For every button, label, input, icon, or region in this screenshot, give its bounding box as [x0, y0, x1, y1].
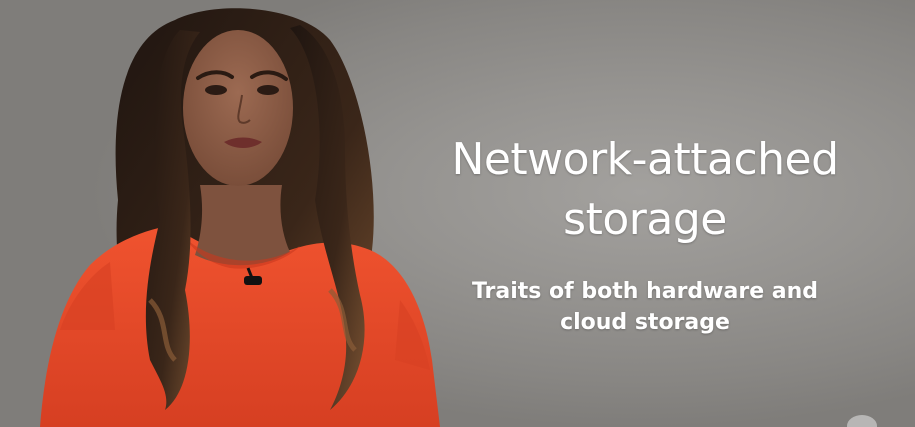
slide-title-line-1: Network-attached: [451, 134, 839, 185]
hair-right: [290, 25, 365, 410]
slide-subtitle-line-2: cloud storage: [560, 310, 730, 335]
slide-subtitle: Traits of both hardware and cloud storag…: [420, 276, 870, 338]
slide-title-line-2: storage: [563, 194, 727, 245]
corner-watermark-icon: [847, 415, 877, 427]
lapel-microphone: [244, 267, 262, 285]
presenter-image: [40, 8, 440, 427]
slide-subtitle-line-1: Traits of both hardware and: [471, 279, 819, 304]
slide-title: Network-attached storage: [420, 130, 870, 250]
face: [183, 30, 293, 186]
neck: [195, 185, 290, 266]
